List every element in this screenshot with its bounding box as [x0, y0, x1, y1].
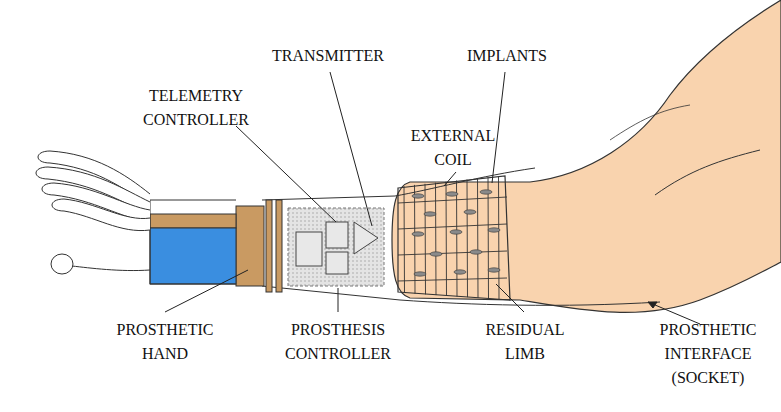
hand-outline: [150, 200, 236, 284]
implant: [414, 272, 426, 276]
implant: [480, 190, 492, 194]
coil-winding: [414, 185, 416, 294]
implant: [470, 250, 482, 254]
implant: [464, 210, 476, 214]
part-label: IMPLANTS: [467, 44, 547, 68]
external-coil: [398, 176, 510, 300]
coil-winding: [498, 176, 500, 299]
implant: [454, 270, 466, 274]
controller-housing: [288, 208, 384, 286]
implant: [412, 194, 424, 198]
implant: [412, 232, 424, 236]
implant: [446, 192, 458, 196]
leader-lines: [165, 72, 700, 324]
controller-box: [326, 252, 348, 274]
coil-winding: [398, 278, 507, 281]
coil-winding: [446, 182, 448, 296]
part-label: PROSTHETIC INTERFACE (SOCKET): [644, 318, 772, 390]
part-label: EXTERNAL COIL: [393, 124, 513, 172]
transmitter-symbol: [354, 222, 378, 254]
coil-winding: [425, 184, 427, 295]
implant: [488, 228, 500, 232]
part-label: TRANSMITTER: [272, 44, 384, 68]
palm-bar: [150, 214, 236, 228]
elbow-crease: [655, 150, 760, 195]
finger: [52, 199, 150, 231]
part-label: TELEMETRY CONTROLLER: [126, 84, 266, 132]
coil-winding: [435, 183, 437, 295]
socket-outline: [262, 168, 660, 305]
part-label: PROSTHETIC HAND: [100, 318, 230, 366]
thumb-tip: [51, 254, 73, 274]
palm-block: [150, 228, 236, 284]
wrist-band: [276, 200, 282, 292]
part-label: RESIDUAL LIMB: [465, 318, 585, 366]
coil-winding: [404, 186, 406, 293]
implant: [430, 252, 442, 256]
upper-arm: [392, 0, 781, 312]
wrist-band: [266, 200, 272, 292]
implant: [450, 230, 462, 234]
muscle-line: [610, 105, 690, 140]
thumb: [72, 266, 150, 271]
controller-box: [326, 222, 348, 248]
implant: [424, 212, 436, 216]
part-label: PROSTHESIS CONTROLLER: [268, 318, 408, 366]
coil-winding: [477, 178, 479, 298]
implant: [488, 268, 500, 272]
telemetry-controller-box: [296, 232, 322, 266]
coil-winding: [398, 251, 507, 255]
coil-winding: [488, 177, 490, 298]
